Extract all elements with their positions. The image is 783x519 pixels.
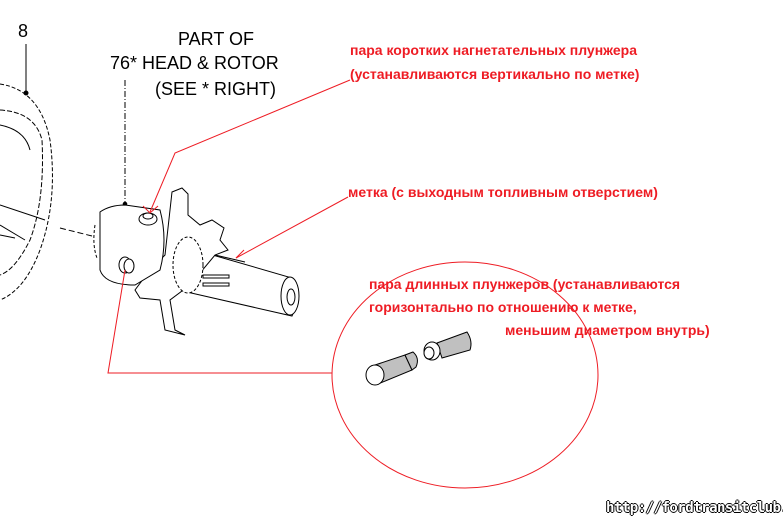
long-plungers: [365, 331, 472, 386]
annotation-long-plungers-line1: пара длинных плунжеров (устанавливаются: [369, 276, 681, 292]
leader-long-plungers: [107, 269, 332, 374]
part-label-line2: 76* HEAD & ROTOR: [110, 53, 279, 73]
part-label-line1: PART OF: [178, 29, 255, 49]
annotation-mark: метка (с выходным топливным отверстием): [348, 184, 658, 200]
housing-part-8: [0, 44, 53, 301]
part-label-line3: (SEE * RIGHT): [155, 79, 277, 99]
annotation-short-plungers-line2: (устанавливаются вертикально по метке): [350, 66, 640, 82]
rotor-assembly: [93, 187, 300, 336]
annotation-short-plungers-line1: пара коротких нагнетательных плунжера: [350, 42, 638, 58]
leader-mark: [235, 196, 349, 259]
arrowhead-short-plungers: [142, 205, 159, 214]
watermark: http://fordtransitclub.ru: [606, 500, 783, 516]
annotation-long-plungers-line3: меньшим диаметром внутрь): [505, 322, 710, 338]
annotation-leaders: [107, 79, 599, 489]
leader-short-plungers: [149, 79, 351, 213]
annotation-long-plungers-line2: горизонтально по отношению к метке,: [369, 299, 637, 315]
highlight-ellipse: [331, 261, 599, 489]
callout-number-8: 8: [18, 21, 29, 41]
arrowhead-mark: [235, 249, 245, 259]
